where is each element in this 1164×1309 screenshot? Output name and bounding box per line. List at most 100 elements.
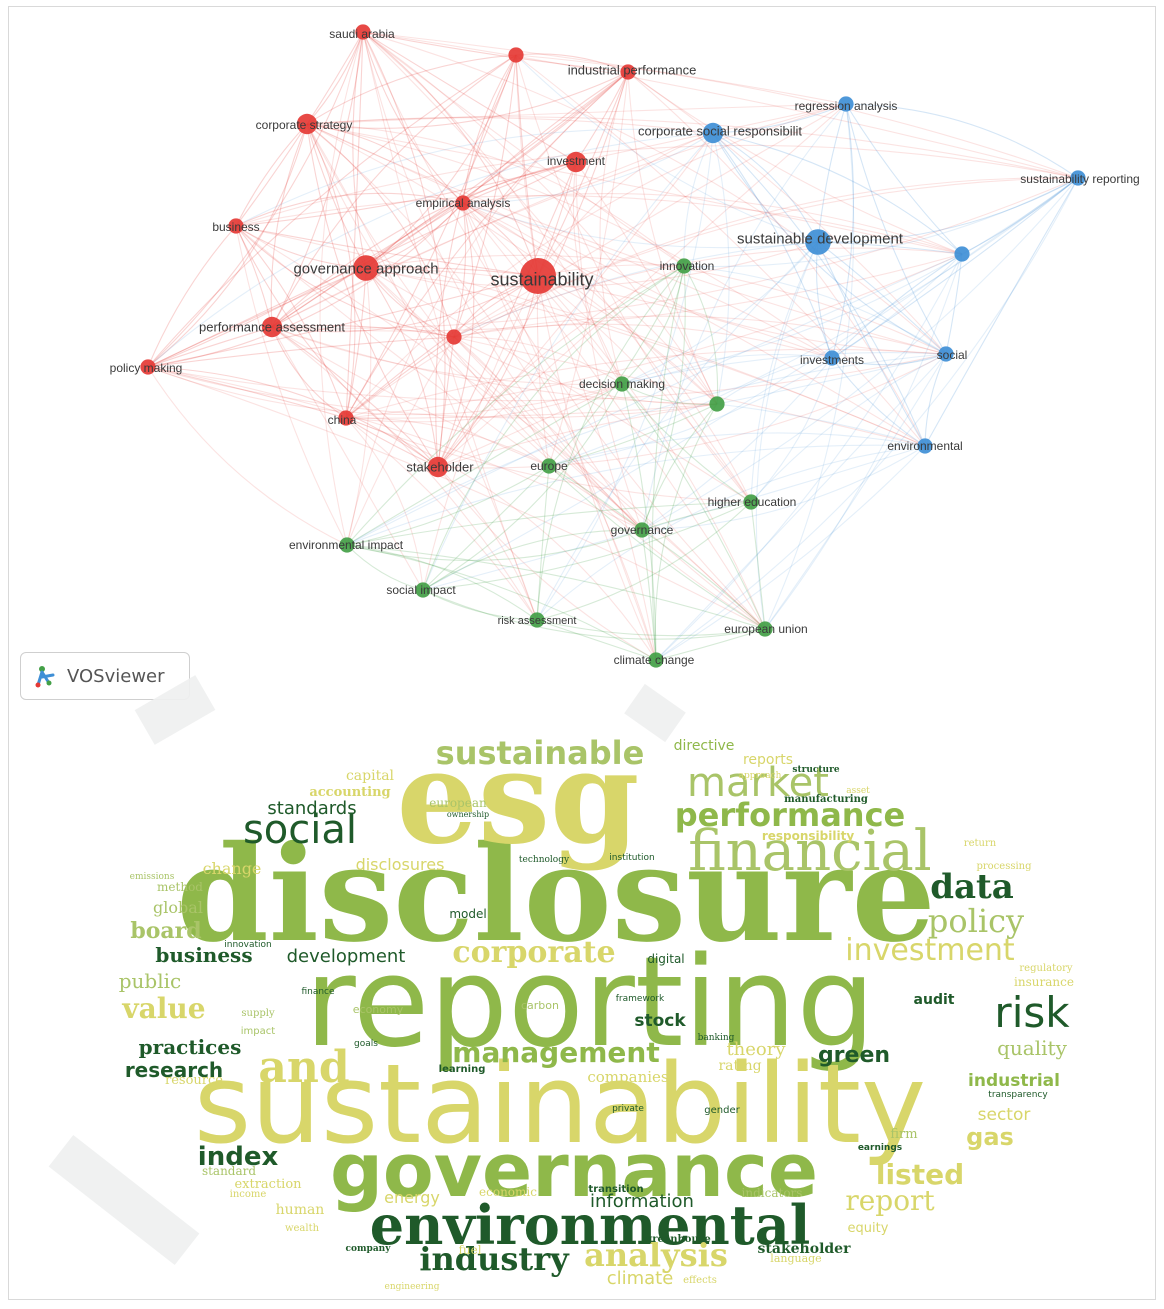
network-edge [462, 202, 766, 630]
word-cloud-word: indicators [742, 1186, 803, 1200]
word-cloud-word: digital [647, 952, 684, 966]
network-edge [961, 177, 1079, 255]
network-edge [147, 267, 367, 368]
word-cloud-word: esg [397, 723, 640, 873]
network-edge [716, 353, 947, 405]
network-edge [462, 202, 718, 405]
network-edge [365, 54, 517, 269]
network-edge [147, 31, 364, 368]
network-edge [453, 336, 550, 467]
network-edge [536, 501, 752, 621]
network-edge [271, 326, 347, 419]
network-edge [346, 465, 550, 546]
network-edge [548, 403, 718, 467]
network-edge [462, 71, 629, 204]
word-cloud-word: supply [241, 1008, 275, 1019]
network-edge [621, 383, 752, 503]
network-node-label: empirical analysis [416, 196, 511, 210]
network-node-label: governance approach [293, 260, 438, 277]
network-edge [345, 54, 517, 419]
network-edge [641, 445, 926, 531]
network-edge [755, 241, 819, 630]
network-edge [945, 253, 963, 355]
network-node-label: european union [724, 622, 807, 636]
network-edge [536, 445, 926, 621]
network-edge [750, 353, 947, 503]
word-cloud-word: banking [698, 1033, 735, 1043]
network-edge [362, 31, 464, 204]
network-edge [548, 432, 926, 467]
figure-frame [8, 6, 1156, 1300]
network-edge [537, 275, 657, 661]
network-edge [345, 417, 424, 591]
network-node-label: regression analysis [795, 99, 898, 113]
network-edge [537, 275, 766, 630]
network-node [339, 537, 355, 553]
network-edge [271, 326, 538, 621]
word-cloud-word: standard [202, 1164, 256, 1178]
network-edge [536, 619, 766, 637]
network-edge [548, 253, 963, 467]
network-node [140, 359, 156, 375]
network-edge [346, 544, 657, 661]
network-node [427, 456, 449, 478]
network-edge [750, 357, 833, 503]
network-node [938, 346, 954, 362]
network-edge [515, 54, 539, 277]
network-edge [453, 315, 947, 355]
word-cloud-word: management [452, 1036, 659, 1069]
network-node [529, 612, 545, 628]
network-edge [365, 266, 539, 277]
network-node-label: sustainability [490, 269, 593, 289]
network-edge [365, 71, 629, 269]
network-edge [437, 466, 538, 621]
network-node [446, 329, 462, 345]
word-cloud-word: firm [890, 1127, 917, 1142]
word-cloud-word: industry [419, 1240, 570, 1278]
word-cloud-words: disclosurereportingsustainabilityesggove… [119, 723, 1074, 1292]
word-cloud-word: index [198, 1142, 279, 1172]
network-edge [271, 31, 364, 328]
network-edge [362, 31, 685, 267]
network-edge [453, 323, 833, 359]
word-cloud-word: social [243, 807, 357, 853]
word-cloud-word: listed [876, 1158, 964, 1191]
word-cloud-word: disclosure [176, 817, 935, 972]
word-cloud-word: company [346, 1244, 392, 1254]
network-edge [271, 326, 439, 468]
word-cloud-word: policy [928, 902, 1024, 940]
network-edge [817, 241, 963, 255]
network-edge [651, 265, 685, 661]
word-cloud-word: capital [346, 768, 395, 784]
word-cloud-word: quality [997, 1036, 1067, 1060]
word-cloud-word: processing [976, 861, 1032, 872]
network-edge [453, 241, 819, 338]
network-edge [422, 529, 643, 591]
network-node [353, 255, 379, 281]
network-edge [346, 544, 538, 621]
network-node-label: higher education [708, 495, 797, 509]
network-node-label: europe [530, 459, 568, 473]
network-edge [437, 265, 685, 468]
network-edge [641, 265, 686, 531]
network-edge [422, 383, 623, 591]
network-edge [453, 202, 467, 338]
network-edge [655, 353, 947, 661]
network-edge [422, 265, 685, 591]
network-edge [346, 71, 629, 546]
network-node-label: corporate strategy [256, 118, 353, 132]
network-edge [235, 225, 439, 468]
network-edge [462, 202, 833, 359]
network-edge [641, 501, 752, 531]
network-edge [345, 417, 439, 468]
network-edge [235, 192, 464, 227]
network-node-label: industrial performance [568, 63, 697, 78]
network-edge [365, 254, 947, 355]
word-cloud-word: performance [675, 796, 905, 834]
network-edge [712, 132, 963, 255]
network-edge [345, 267, 367, 419]
network-edge [621, 383, 718, 405]
network-edge [750, 241, 819, 503]
word-cloud-word: regulatory [1019, 963, 1073, 974]
network-edge [362, 31, 539, 277]
